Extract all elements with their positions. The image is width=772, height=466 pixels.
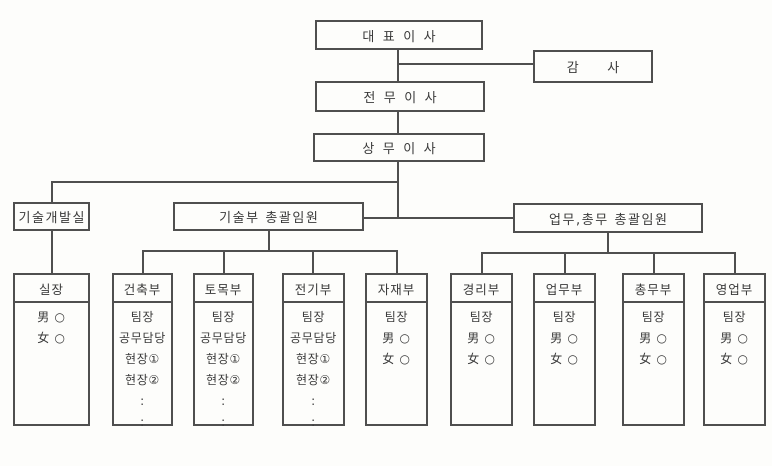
dept-item: 공무담당 [289, 331, 338, 345]
dept-title: 자재부 [367, 275, 426, 303]
dept-item: 팀장 [552, 310, 577, 324]
dept-title: 토목부 [195, 275, 252, 303]
dept-item: 팀장 [469, 310, 494, 324]
connector-executive-to-managing [397, 112, 399, 133]
connector-left-branch [51, 181, 399, 183]
connector-managing-down [397, 162, 399, 219]
dept-title: 경리부 [452, 275, 511, 303]
node-tech-dev-office: 기술개발실 [13, 202, 90, 231]
dept-item: 女 ○ [467, 352, 496, 366]
dept-item: 팀장 [301, 310, 326, 324]
dept-item: : [221, 415, 226, 429]
dept-item: 女 ○ [550, 352, 579, 366]
tech-dept-executive-label: 기술부 총괄임원 [219, 211, 320, 226]
dept-box-jajae: 자재부 팀장 男 ○ 女 ○ [365, 273, 428, 426]
dept-title: 전기부 [284, 275, 343, 303]
dept-items: 팀장 공무담당 현장① 현장② : : [284, 303, 343, 433]
connector-admin-exec-down [607, 233, 609, 253]
dept-item: : [140, 415, 145, 429]
connector-mid-executives [364, 217, 513, 219]
dept-item: 男 ○ [467, 331, 496, 345]
dept-items: 팀장 男 ○ 女 ○ [367, 303, 426, 370]
dept-items: 팀장 男 ○ 女 ○ [535, 303, 594, 370]
node-biz-general-executive: 업무,총무 총괄임원 [513, 203, 703, 233]
dept-item: 팀장 [641, 310, 666, 324]
dept-items: 팀장 공무담당 현장① 현장② : : [195, 303, 252, 433]
dept-box-tomok: 토목부 팀장 공무담당 현장① 현장② : : [193, 273, 254, 429]
dept-box-geonchuk: 건축부 팀장 공무담당 현장① 현장② : : [112, 273, 173, 429]
dept-item: 女 ○ [37, 331, 66, 345]
node-ceo: 대표이사 [315, 20, 483, 50]
dept-box-siljang: 실장 男 ○ 女 ○ [13, 273, 90, 426]
dept-item: 현장① [125, 352, 160, 366]
dept-items: 팀장 공무담당 현장① 현장② : : [114, 303, 171, 433]
dept-item: 男 ○ [720, 331, 749, 345]
dept-title: 영업부 [705, 275, 764, 303]
dept-items: 팀장 男 ○ 女 ○ [452, 303, 511, 370]
dept-title: 실장 [15, 275, 88, 303]
dept-item: 팀장 [130, 310, 155, 324]
dept-item: 팀장 [384, 310, 409, 324]
node-tech-dept-executive: 기술부 총괄임원 [173, 202, 364, 231]
dept-item: 男 ○ [639, 331, 668, 345]
executive-director-label: 전무이사 [363, 91, 446, 106]
connector-stub-geonchuk [142, 250, 144, 273]
dept-title: 건축부 [114, 275, 171, 303]
dept-title: 총무부 [624, 275, 683, 303]
dept-item: 현장① [296, 352, 331, 366]
dept-items: 男 ○ 女 ○ [15, 303, 88, 349]
connector-stub-jajae [396, 250, 398, 273]
dept-item: : [140, 394, 145, 408]
dept-item: 공무담당 [118, 331, 167, 345]
dept-item: 공무담당 [199, 331, 248, 345]
tech-dev-office-label: 기술개발실 [18, 211, 87, 226]
connector-stub-yeongeop [734, 252, 736, 273]
dept-item: : [311, 415, 316, 429]
connector-stub-tomok [223, 250, 225, 273]
dept-box-chongmu: 총무부 팀장 男 ○ 女 ○ [622, 273, 685, 426]
dept-item: 현장① [206, 352, 241, 366]
connector-to-tech-dev-office [51, 181, 53, 202]
dept-items: 팀장 男 ○ 女 ○ [624, 303, 683, 370]
node-auditor: 감사 [533, 50, 653, 83]
auditor-label: 감사 [566, 61, 648, 76]
ceo-label: 대표이사 [362, 29, 445, 45]
node-executive-director: 전무이사 [315, 81, 485, 112]
dept-item: 女 ○ [639, 352, 668, 366]
dept-item: 男 ○ [382, 331, 411, 345]
dept-box-gyeongni: 경리부 팀장 男 ○ 女 ○ [450, 273, 513, 426]
biz-general-executive-label: 업무,총무 총괄임원 [549, 212, 669, 228]
dept-item: 男 ○ [37, 310, 66, 324]
connector-stub-gyeongni [481, 252, 483, 273]
node-managing-director: 상무이사 [313, 133, 485, 162]
dept-item: 男 ○ [550, 331, 579, 345]
managing-director-label: 상무이사 [362, 142, 445, 157]
dept-item: 女 ○ [720, 352, 749, 366]
dept-item: 女 ○ [382, 352, 411, 366]
dept-box-eopmu: 업무부 팀장 男 ○ 女 ○ [533, 273, 596, 426]
dept-item: 현장② [125, 373, 160, 387]
dept-item: : [221, 394, 226, 408]
connector-techdev-to-siljang [51, 231, 53, 273]
dept-box-yeongeop: 영업부 팀장 男 ○ 女 ○ [703, 273, 766, 426]
connector-stub-eopmu [564, 252, 566, 273]
dept-title: 업무부 [535, 275, 594, 303]
dept-item: : [311, 394, 316, 408]
dept-box-jeongi: 전기부 팀장 공무담당 현장① 현장② : : [282, 273, 345, 429]
connector-to-auditor [397, 63, 533, 65]
dept-item: 팀장 [722, 310, 747, 324]
dept-items: 팀장 男 ○ 女 ○ [705, 303, 764, 370]
dept-item: 현장② [296, 373, 331, 387]
connector-tech-branch [142, 250, 398, 252]
connector-stub-jeongi [312, 250, 314, 273]
connector-tech-exec-down [268, 231, 270, 252]
dept-item: 현장② [206, 373, 241, 387]
connector-ceo-to-executive-director [397, 50, 399, 82]
connector-stub-chongmu [653, 252, 655, 273]
connector-admin-branch [481, 252, 736, 254]
dept-item: 팀장 [211, 310, 236, 324]
